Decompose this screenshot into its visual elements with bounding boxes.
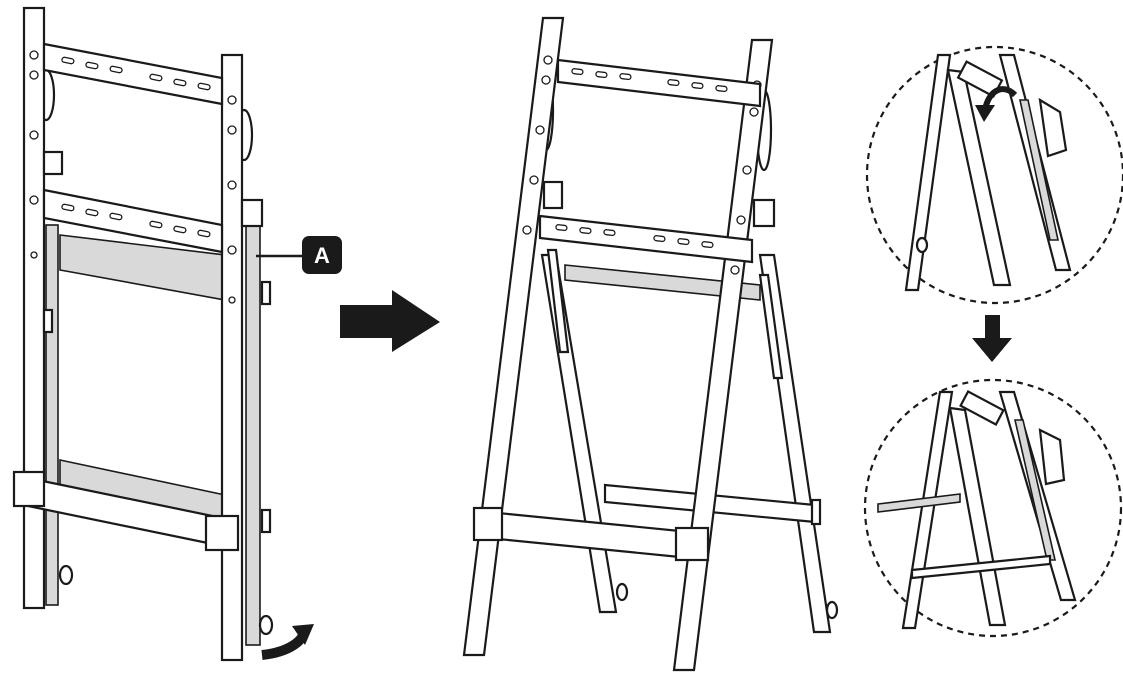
lower-bar-slots (61, 203, 211, 238)
open-leg-holes-left (522, 55, 553, 235)
callout-label: A (314, 243, 330, 268)
rear-leg-left-open (540, 253, 618, 614)
open-end-cap-right (674, 526, 710, 562)
open-lower-slots (555, 224, 714, 249)
open-upper-bar (556, 58, 762, 108)
front-upright-left (22, 6, 46, 610)
open-bracket-left (542, 180, 564, 210)
front-upright-right (220, 53, 244, 662)
brace-left (546, 248, 570, 354)
rear-leg-left (45, 224, 59, 606)
open-wheel-left (615, 582, 629, 602)
wheel-left (58, 564, 74, 586)
folded-stand (12, 6, 314, 662)
upper-bar-slots (61, 56, 211, 91)
upright-holes-left (29, 50, 39, 259)
brace-right (758, 273, 784, 380)
end-cap-left (12, 470, 46, 508)
callout-a: A (256, 236, 342, 274)
open-bracket-right (752, 198, 776, 228)
curved-arrow-head (292, 624, 314, 645)
upright-holes-right (227, 95, 237, 304)
open-end-cap-left (472, 506, 504, 542)
callout-badge (302, 236, 342, 274)
right-arrow-icon (340, 290, 440, 352)
rear-crossbar-open-top (564, 264, 761, 301)
bracket-left (42, 150, 64, 176)
end-cap-right (204, 514, 240, 552)
open-clip-right (810, 498, 822, 526)
lower-mounting-bar (42, 188, 224, 254)
open-lower-bar (538, 214, 754, 264)
rear-leg-right (245, 224, 261, 646)
open-upper-slots (571, 68, 728, 93)
front-leg-right-open (672, 38, 774, 672)
bracket-right (240, 198, 264, 228)
clip-right-2 (260, 508, 272, 534)
open-stand (462, 16, 839, 672)
open-wheel-right (825, 600, 839, 620)
down-arrow-icon (972, 315, 1012, 362)
clip-right-1 (260, 280, 272, 306)
clip-left-1 (42, 308, 54, 334)
detail-circle-bottom (863, 378, 1123, 638)
wheel-right (258, 614, 274, 636)
detail-circle-top (865, 45, 1123, 305)
front-leg-left-open (462, 16, 565, 657)
upper-mounting-bar (42, 42, 224, 106)
